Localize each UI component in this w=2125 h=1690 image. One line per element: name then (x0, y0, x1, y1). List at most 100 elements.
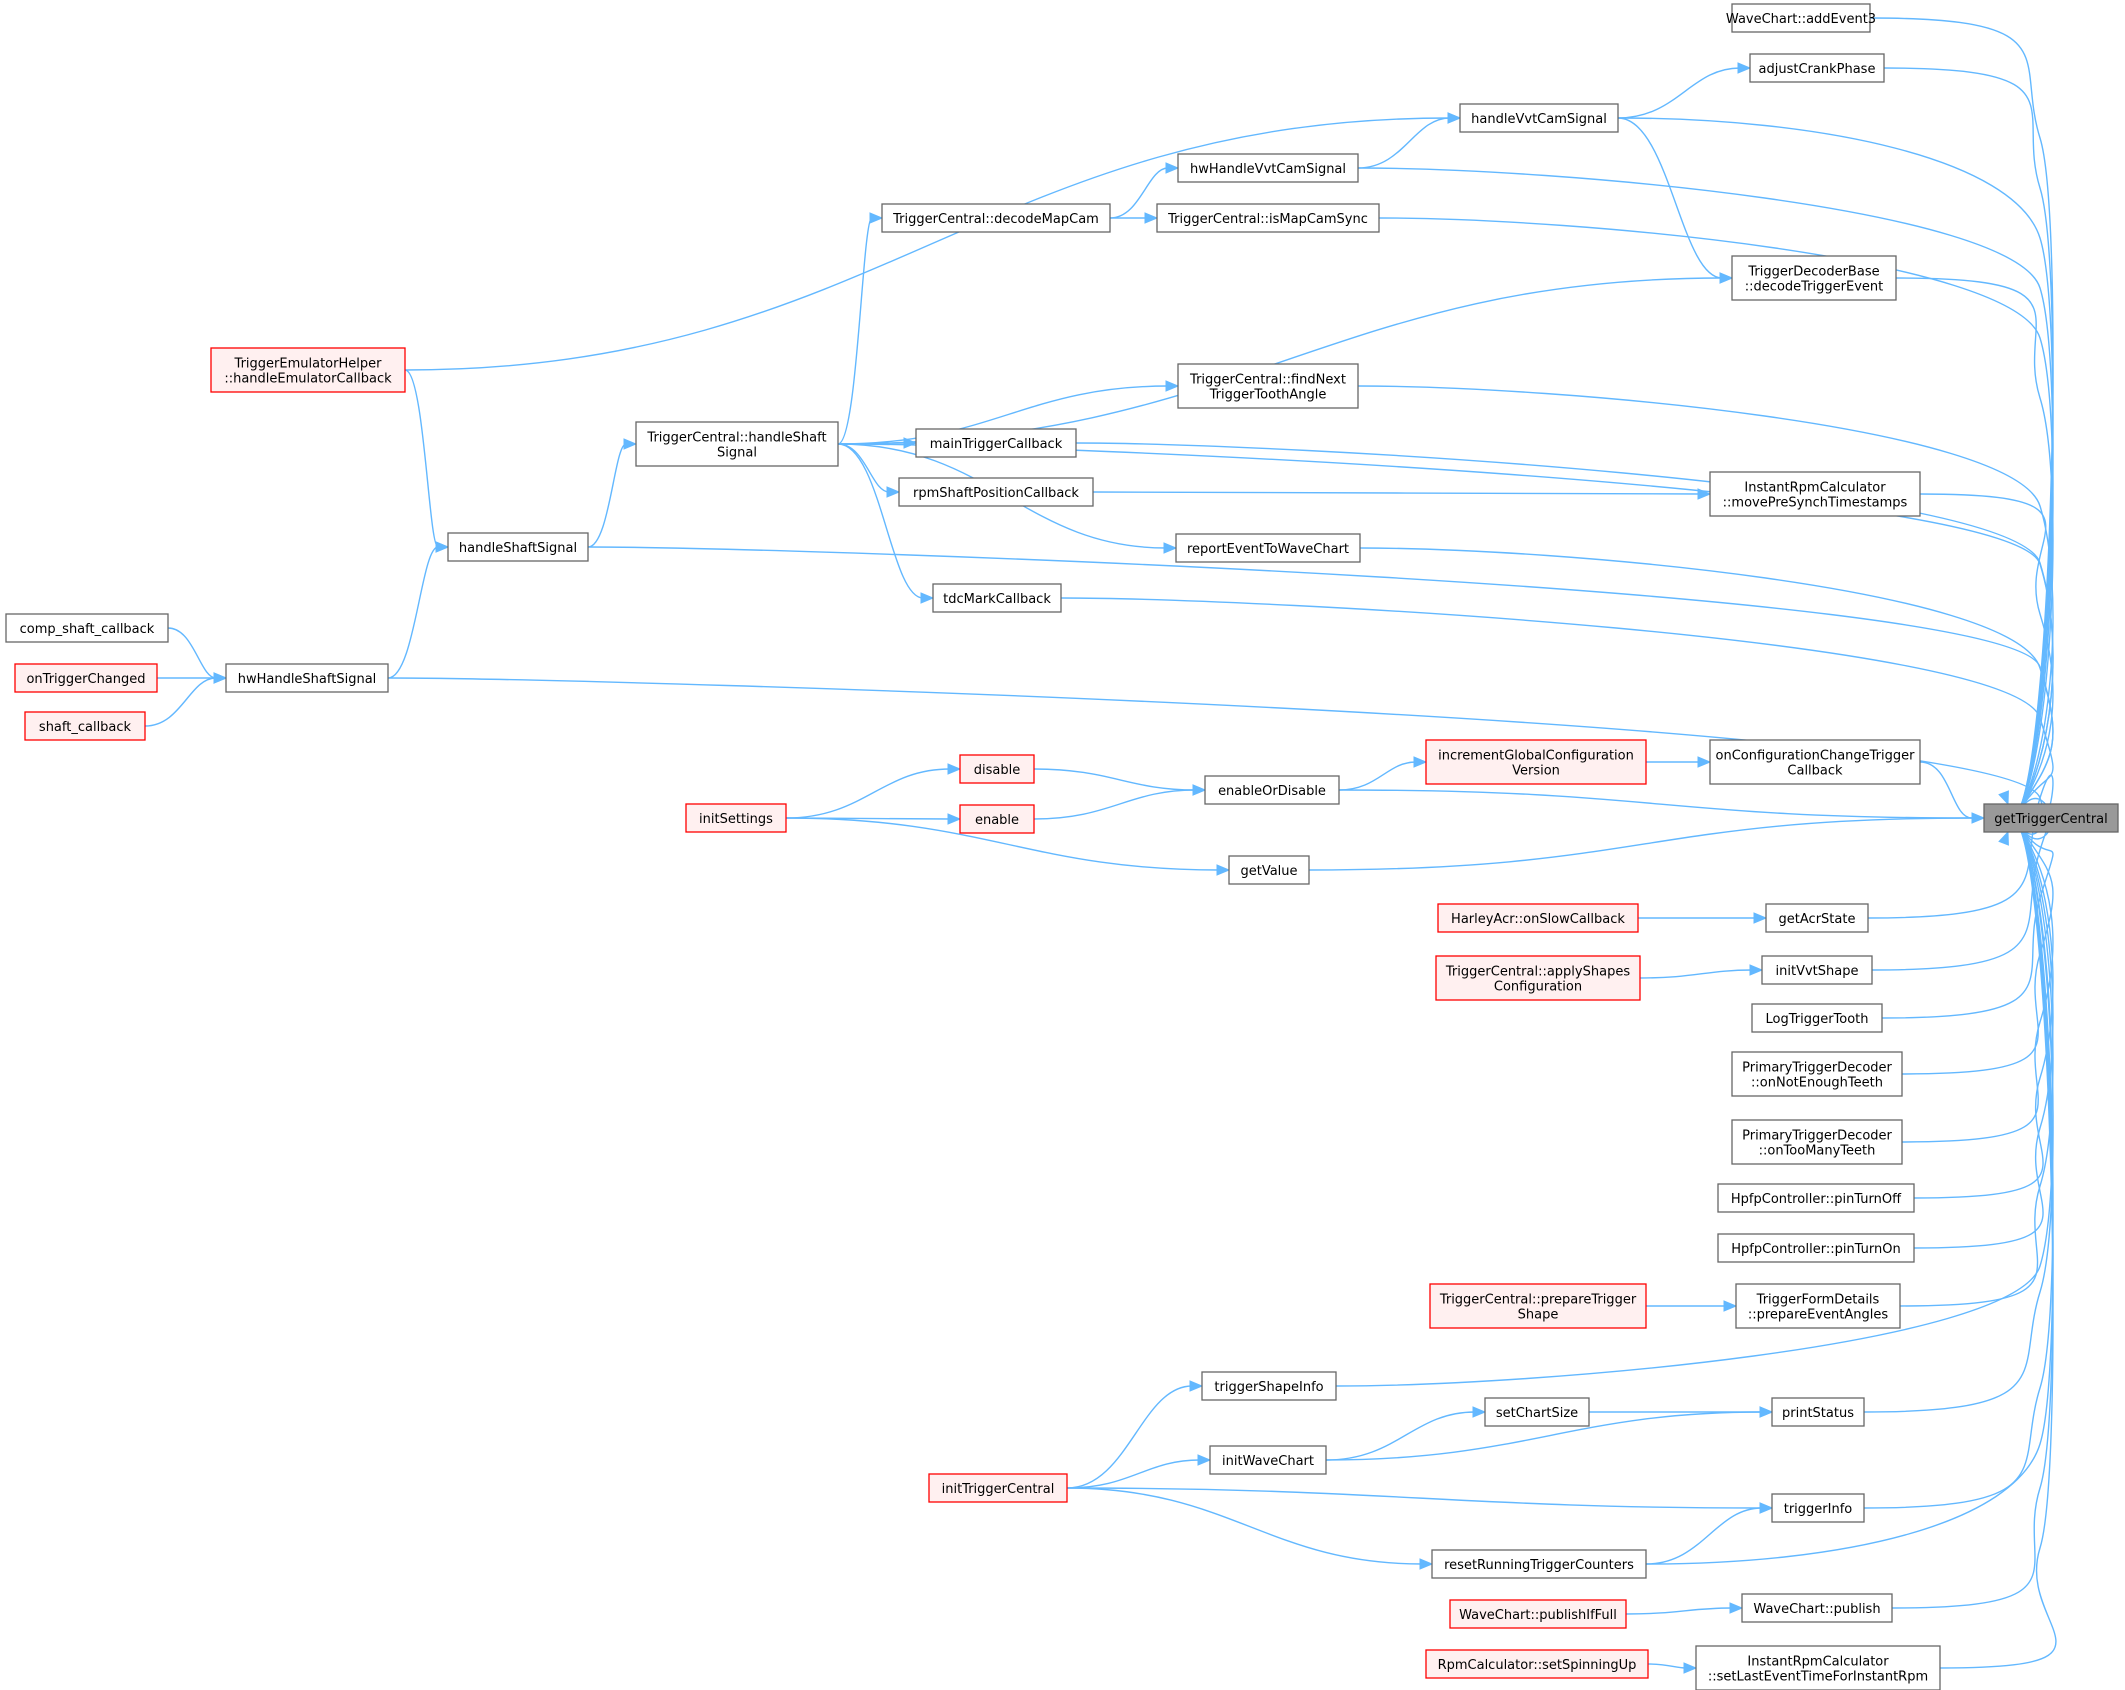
node-getValue[interactable]: getValue (1228, 855, 1310, 885)
node-addEvent3[interactable]: WaveChart::addEvent3 (1726, 3, 1876, 33)
node-findNextTriggerToothAngle[interactable]: TriggerCentral::findNextTriggerToothAngl… (1177, 363, 1359, 409)
node-box (14, 663, 158, 693)
node-tdcMarkCallback[interactable]: tdcMarkCallback (932, 583, 1062, 613)
node-prepareEventAngles[interactable]: TriggerFormDetails::prepareEventAngles (1735, 1283, 1901, 1329)
node-box (1731, 3, 1871, 33)
node-label: RpmCalculator::setSpinningUp (1438, 1658, 1637, 1673)
node-initVvtShape[interactable]: initVvtShape (1761, 955, 1873, 985)
edge-getValue-to-getTriggerCentral (1308, 817, 1973, 871)
edge-initWaveChart-calls-setChartSize (1325, 1411, 1476, 1461)
node-hwHandleVvtCamSignal[interactable]: hwHandleVvtCamSignal (1177, 153, 1359, 183)
node-box (1709, 739, 1921, 785)
node-handleVvtCamSignal[interactable]: handleVvtCamSignal (1459, 103, 1619, 133)
node-pinTurnOn[interactable]: HpfpController::pinTurnOn (1717, 1233, 1915, 1263)
node-enableOrDisable[interactable]: enableOrDisable (1204, 775, 1340, 805)
node-label: onTriggerChanged (26, 672, 145, 687)
node-box (1435, 955, 1641, 1001)
node-onSlowCallback[interactable]: HarleyAcr::onSlowCallback (1437, 903, 1639, 933)
node-LogTriggerTooth[interactable]: LogTriggerTooth (1751, 1003, 1883, 1033)
node-box (1749, 53, 1885, 83)
node-box (1983, 803, 2119, 833)
edge-comp_shaft_callback-calls-hwHandleShaftSignal (167, 627, 217, 679)
node-label: triggerShapeInfo (1214, 1380, 1323, 1395)
node-onTriggerChanged[interactable]: onTriggerChanged (14, 663, 158, 693)
node-resetRunningTriggerCounters[interactable]: resetRunningTriggerCounters (1431, 1549, 1647, 1579)
node-onTooManyTeeth[interactable]: PrimaryTriggerDecoder::onTooManyTeeth (1731, 1119, 1903, 1165)
node-triggerInfo[interactable]: triggerInfo (1771, 1493, 1865, 1523)
node-box (1731, 1051, 1903, 1097)
node-box (928, 1473, 1068, 1503)
edge-tcHandleShaftSignal-calls-reportEventToWaveChart-arrow (1163, 542, 1178, 554)
edge-initTriggerCentral-calls-triggerShapeInfo-arrow (1189, 1380, 1204, 1392)
node-isMapCamSync[interactable]: TriggerCentral::isMapCamSync (1156, 203, 1380, 233)
node-box (915, 428, 1077, 458)
node-box (1449, 1599, 1627, 1629)
edge-onNotEnoughTeeth-to-getTriggerCentral (1901, 821, 2054, 1075)
node-setSpinningUp[interactable]: RpmCalculator::setSpinningUp (1425, 1649, 1649, 1679)
node-onNotEnoughTeeth[interactable]: PrimaryTriggerDecoder::onNotEnoughTeeth (1731, 1051, 1903, 1097)
node-tcHandleShaftSignal[interactable]: TriggerCentral::handleShaftSignal (635, 421, 839, 467)
node-triggerShapeInfo[interactable]: triggerShapeInfo (1201, 1371, 1337, 1401)
node-box (225, 663, 389, 693)
edge-pinTurnOn-to-getTriggerCentral (1913, 821, 2054, 1249)
node-setChartSize[interactable]: setChartSize (1484, 1397, 1590, 1427)
node-enable[interactable]: enable (959, 804, 1035, 834)
node-label: disable (974, 763, 1020, 778)
node-box (447, 532, 589, 562)
node-printStatus[interactable]: printStatus (1771, 1397, 1865, 1427)
node-setLastEventTimeForInstantRpm[interactable]: InstantRpmCalculator::setLastEventTimeFo… (1695, 1645, 1941, 1690)
edge-tcHandleShaftSignal-calls-decodeMapCam (837, 217, 873, 445)
node-initTriggerCentral[interactable]: initTriggerCentral (928, 1473, 1068, 1503)
node-label: Shape (1518, 1308, 1559, 1323)
node-box (1695, 1645, 1941, 1690)
node-handleShaftSignal[interactable]: handleShaftSignal (447, 532, 589, 562)
edge-printStatus-to-getTriggerCentral (1863, 821, 2054, 1413)
node-getAcrState[interactable]: getAcrState (1765, 903, 1869, 933)
edge-tcHandleShaftSignal-calls-rpmShaftPositionCallback (837, 443, 890, 493)
node-label: ::onTooManyTeeth (1759, 1144, 1876, 1159)
node-label: getAcrState (1779, 912, 1856, 927)
node-getTriggerCentral[interactable]: getTriggerCentral (1983, 803, 2119, 833)
node-decodeTriggerEvent[interactable]: TriggerDecoderBase::decodeTriggerEvent (1731, 255, 1897, 301)
node-label: handleShaftSignal (459, 541, 577, 556)
node-initSettings[interactable]: initSettings (685, 803, 787, 833)
node-movePreSynchTimestamps[interactable]: InstantRpmCalculator::movePreSynchTimest… (1709, 471, 1921, 517)
node-label: reportEventToWaveChart (1187, 542, 1349, 557)
node-publishIfFull[interactable]: WaveChart::publishIfFull (1449, 1599, 1627, 1629)
edge-decodeTriggerEvent-to-getTriggerCentral (1895, 277, 2054, 815)
node-decodeMapCam[interactable]: TriggerCentral::decodeMapCam (881, 203, 1111, 233)
node-initWaveChart[interactable]: initWaveChart (1209, 1445, 1327, 1475)
node-label: initTriggerCentral (942, 1482, 1055, 1497)
node-box (1177, 153, 1359, 183)
node-shaft_callback[interactable]: shaft_callback (24, 711, 146, 741)
edge-initTriggerCentral-calls-initWaveChart-arrow (1197, 1454, 1212, 1466)
node-disable[interactable]: disable (959, 754, 1035, 784)
node-publish[interactable]: WaveChart::publish (1741, 1593, 1893, 1623)
node-box (1201, 1371, 1337, 1401)
edge-enable-calls-enableOrDisable-arrow (1192, 784, 1207, 796)
edge-initTriggerCentral-calls-triggerShapeInfo (1066, 1385, 1193, 1489)
node-comp_shaft_callback[interactable]: comp_shaft_callback (5, 613, 169, 643)
node-box (1731, 255, 1897, 301)
node-mainTriggerCallback[interactable]: mainTriggerCallback (915, 428, 1077, 458)
node-handleEmulatorCallback[interactable]: TriggerEmulatorHelper::handleEmulatorCal… (210, 347, 406, 393)
edge-onSlowCallback-calls-getAcrState-arrow (1753, 912, 1768, 924)
node-label: TriggerCentral::decodeMapCam (892, 212, 1099, 227)
node-label: InstantRpmCalculator (1744, 481, 1886, 496)
node-label: ::handleEmulatorCallback (224, 372, 392, 387)
node-hwHandleShaftSignal[interactable]: hwHandleShaftSignal (225, 663, 389, 693)
edge-handleVvtCamSignal-calls-adjustCrankPhase-arrow (1737, 62, 1752, 74)
node-adjustCrankPhase[interactable]: adjustCrankPhase (1749, 53, 1885, 83)
edge-handleShaftSignal-calls-tcHandleShaftSignal-arrow (623, 438, 638, 450)
node-reportEventToWaveChart[interactable]: reportEventToWaveChart (1175, 533, 1361, 563)
edge-hwHandleShaftSignal-calls-handleShaftSignal (387, 546, 439, 679)
node-pinTurnOff[interactable]: HpfpController::pinTurnOff (1717, 1183, 1915, 1213)
node-rpmShaftPositionCallback[interactable]: rpmShaftPositionCallback (898, 477, 1094, 507)
edge-enableOrDisable-calls-incrementGlobalConfigurationVersion (1338, 761, 1417, 791)
edge-tcHandleShaftSignal-calls-tdcMarkCallback (837, 443, 924, 599)
